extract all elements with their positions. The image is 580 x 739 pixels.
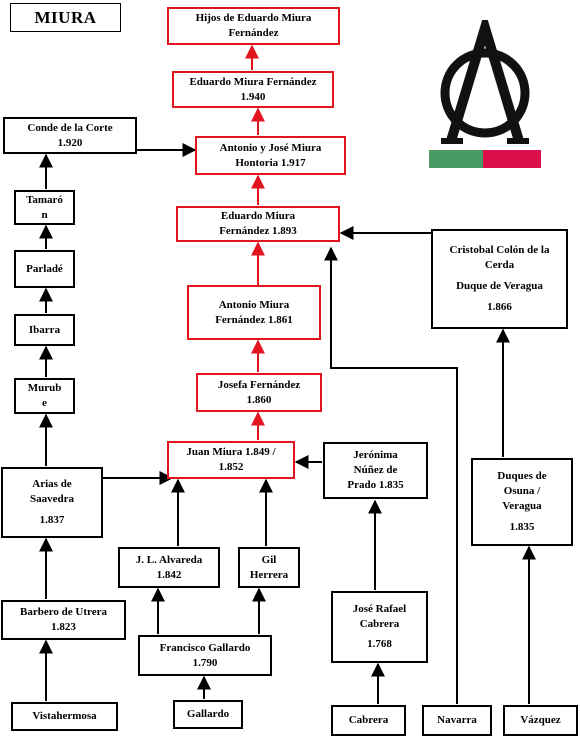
node-label-line: Tamaró (26, 193, 63, 206)
node-tamaron: Tamaró n (14, 190, 75, 225)
node-label-line: e (42, 397, 47, 409)
node-vistahermosa: Vistahermosa (11, 702, 118, 731)
node-label-line: Fernández 1.861 (215, 313, 293, 326)
node-conde-corte: Conde de la Corte 1.920 (3, 117, 137, 154)
node-francisco-gallardo: Francisco Gallardo 1.790 (138, 635, 272, 676)
node-cabrera: Cabrera (331, 705, 406, 736)
node-label-line: 1.837 (39, 513, 65, 526)
node-label-line: 1.835 (509, 520, 535, 533)
node-label-line: Cabrera (359, 617, 400, 630)
alpha-shape (446, 20, 524, 143)
node-label-line: 1.790 (192, 656, 218, 669)
omega-ring (440, 48, 530, 138)
node-label-line: Hontoria 1.917 (235, 156, 306, 169)
node-arias-saavedra: Arias de Saavedra 1.837 (1, 467, 103, 538)
node-label-line: Murub (27, 382, 62, 395)
node-juan-1849: Juan Miura 1.849 / 1.852 (167, 441, 295, 479)
node-label-line: Arias de (32, 478, 72, 491)
node-label-line: Antonio Miura (218, 298, 290, 311)
node-label-line: Duques de (497, 470, 547, 483)
node-label-line: Francisco Gallardo (159, 641, 251, 654)
node-jl-alvareda: J. L. Alvareda 1.842 (118, 547, 220, 588)
node-label-line: Vistahermosa (32, 710, 97, 723)
node-label-line: Cristobal Colón de la (449, 244, 550, 257)
node-murube: Murub e (14, 378, 75, 414)
node-label-line: Duque de Veragua (456, 280, 543, 292)
node-label-line: 1.852 (218, 461, 244, 473)
node-barbero-utrera: Barbero de Utrera 1.823 (1, 600, 126, 640)
node-eduardo-1940: Eduardo Miura Fernández 1.940 (172, 71, 334, 108)
node-label-line: Herrera (249, 568, 289, 581)
node-label-line: Parladé (26, 262, 63, 275)
node-label-line: Saavedra (30, 493, 74, 506)
node-josefa-1860: Josefa Fernández 1.860 (196, 373, 322, 412)
node-label-line: Barbero de Utrera (20, 606, 107, 619)
node-label-line: Jerónima (353, 449, 398, 462)
node-label-line: Josefa Fernández (217, 378, 301, 391)
ao-monogram-logo (429, 20, 541, 170)
node-label-line: Veragua (502, 500, 542, 512)
node-label-line: Prado 1.835 (347, 478, 404, 491)
node-label-line: 1.920 (57, 136, 83, 149)
node-label-line: 1.866 (487, 300, 512, 313)
node-label-line: Cabrera (348, 714, 389, 727)
node-label-line: Fernández 1.893 (219, 225, 297, 237)
node-navarra: Navarra (422, 705, 492, 736)
node-label-line: Núñez de (353, 464, 398, 477)
node-duques-osuna: Duques de Osuna / Veragua 1.835 (471, 458, 573, 546)
node-label-line: Navarra (437, 714, 477, 727)
node-label-line: Gil (261, 553, 277, 566)
node-label-line: Eduardo Miura Fernández (189, 75, 317, 88)
node-label-line: Osuna / (503, 485, 541, 498)
node-label-line: 1.860 (246, 393, 272, 406)
node-gallardo: Gallardo (173, 700, 243, 729)
node-label-line: Vázquez (520, 714, 561, 727)
node-label-line: n (41, 208, 48, 221)
node-label-line: 1.842 (156, 568, 182, 581)
node-label-line: Hijos de Eduardo Miura (195, 12, 312, 25)
logo-red-band (483, 150, 541, 168)
node-label-line: 1.823 (51, 621, 76, 633)
node-label-line: Ibarra (28, 323, 61, 336)
page-title: MIURA (10, 3, 121, 32)
node-label-line: J. L. Alvareda (135, 553, 203, 566)
node-label-line: Gallardo (186, 708, 230, 721)
node-label-line: Antonio y José Miura (219, 141, 322, 154)
logo-green-band (429, 150, 483, 168)
node-label-line: Fernández (228, 27, 279, 39)
node-vazquez: Vázquez (503, 705, 578, 736)
node-parlade: Parladé (14, 250, 75, 288)
node-ibarra: Ibarra (14, 314, 75, 346)
node-label-line: José Rafael (352, 602, 407, 615)
node-label-line: Juan Miura 1.849 / (186, 446, 276, 459)
node-label-line: Eduardo Miura (220, 210, 296, 223)
node-label-line: Cerda (484, 259, 515, 272)
node-label-line: 1.768 (367, 638, 392, 651)
link-navarra-to-eduardo1893 (324, 246, 458, 704)
node-label-line: 1.940 (240, 90, 266, 103)
node-label-line: Conde de la Corte (27, 121, 113, 134)
